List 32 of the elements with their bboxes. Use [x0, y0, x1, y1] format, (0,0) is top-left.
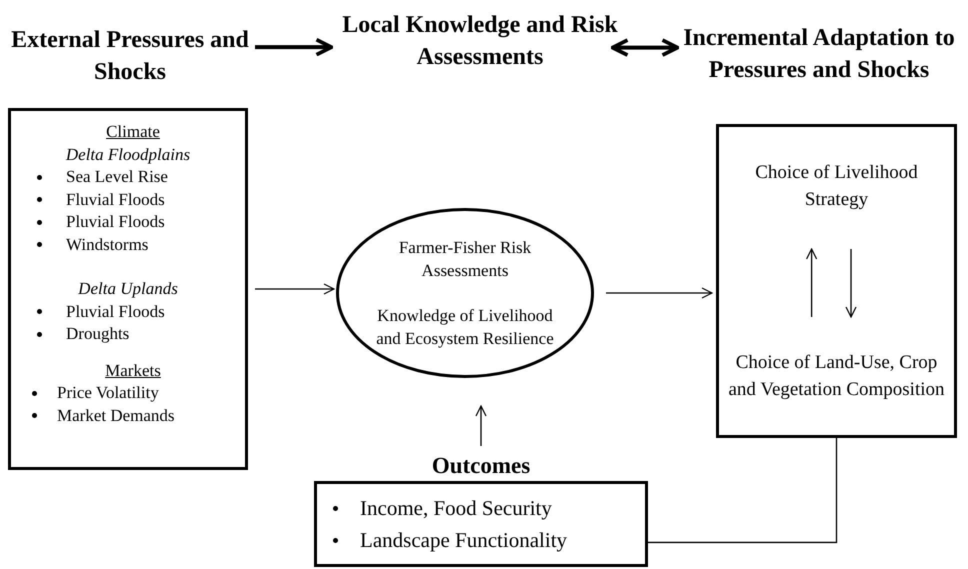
arrow [610, 38, 680, 57]
container-box [716, 124, 957, 438]
list-item: Landscape Functionality [360, 527, 568, 554]
outcomes-heading: Outcomes [430, 452, 532, 480]
list-item: Price Volatility [57, 382, 159, 404]
category-box [8, 108, 248, 470]
list-item: Pluvial Floods [66, 300, 165, 322]
subcategory-heading: Delta Uplands [78, 278, 178, 300]
arrow [845, 249, 857, 318]
list-item: Fluvial Floods [66, 188, 165, 210]
list-item: Income, Food Security [360, 495, 552, 522]
arrow [255, 283, 335, 295]
category-heading: Markets [105, 360, 161, 382]
arrow [255, 38, 334, 57]
heading-text: Local Knowledge and Risk Assessments [341, 11, 619, 72]
arrow [606, 287, 713, 299]
choice-text: Choice of Livelihood Strategy [754, 161, 919, 212]
arrow [475, 405, 487, 446]
connector-line [648, 438, 838, 544]
ellipse-text: Knowledge of Livelihood and Ecosystem Resilience [375, 305, 555, 350]
arrow [806, 248, 818, 317]
list-item: Windstorms [66, 234, 148, 256]
category-heading: Climate [106, 121, 160, 143]
ellipse-text: Farmer-Fisher Risk Assessments [398, 237, 532, 282]
heading-text: External Pressures and Shocks [10, 26, 250, 87]
list-item: Sea Level Rise [66, 166, 168, 188]
list-item: Pluvial Floods [66, 211, 165, 233]
list-item: Droughts [66, 323, 130, 345]
heading-text: Incremental Adaptation to Pressures and Shocks [682, 24, 956, 85]
list-item: Market Demands [57, 404, 175, 426]
choice-text: Choice of Land-Use, Crop and Vegetation Composition [727, 351, 946, 402]
subcategory-heading: Delta Floodplains [66, 144, 190, 166]
